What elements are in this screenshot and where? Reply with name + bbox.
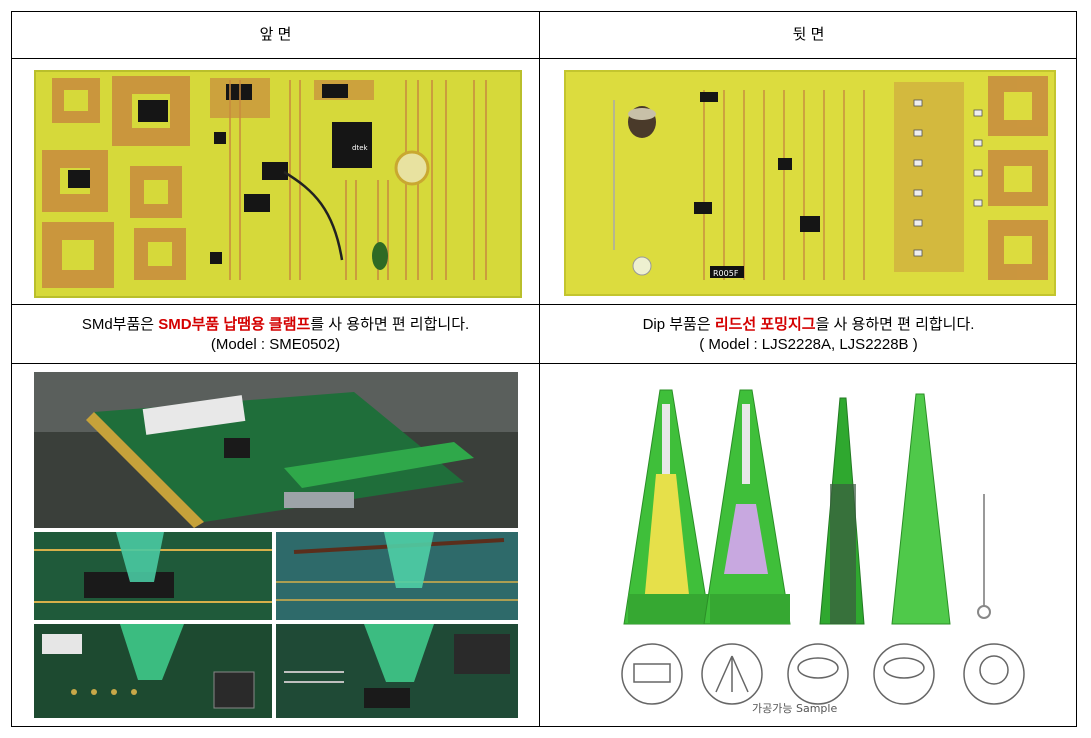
- caption-left: SMd부품은 SMD부품 납땜용 클램프를 사 용하면 편 리합니다. (Mod…: [12, 315, 539, 355]
- lead-forming-jig-image: 가공가능 Sample: [564, 374, 1044, 718]
- sample-caption: 가공가능 Sample: [752, 702, 837, 715]
- clamp-closeup-photo-1: [34, 532, 272, 620]
- component-chips: [694, 92, 820, 232]
- caption-left-text: 를 사 용하면 편 리합니다.: [310, 316, 470, 333]
- forming-jig-1: [623, 389, 711, 625]
- row-divider: [12, 363, 1076, 364]
- clamp-board-photo-2: [276, 624, 518, 718]
- forming-jig-4: [891, 393, 951, 625]
- row-divider: [12, 304, 1076, 305]
- product-highlight: SMD부품 납땜용 클램프: [158, 316, 311, 333]
- caption-right-text: Dip 부품은: [642, 316, 715, 333]
- sample-shapes: [621, 643, 1025, 705]
- row-divider: [12, 58, 1076, 59]
- resistor-part: [710, 266, 744, 278]
- header-front: 앞 면: [259, 26, 292, 43]
- forming-jig-3: [819, 397, 865, 625]
- pcb-front-image: dtek: [34, 70, 522, 298]
- led: [632, 256, 652, 276]
- header-back: 뒷 면: [792, 26, 825, 43]
- caption-left-text: SMd부품은: [81, 316, 159, 333]
- chip-marking: dtek: [352, 144, 368, 152]
- clamp-on-card-photo: [34, 372, 518, 528]
- clamp-closeup-photo-2: [276, 532, 518, 620]
- smd-clamp-photo-collage: [34, 372, 518, 718]
- model-label: (Model : SME0502): [210, 336, 341, 353]
- component-chips: [68, 84, 372, 264]
- inductor: [372, 242, 388, 270]
- clamp-board-photo-1: [34, 624, 272, 718]
- forming-jig-2: [703, 389, 791, 625]
- pcb-back-image: R005F: [564, 70, 1056, 296]
- comparison-table: 앞 면 뒷 면: [11, 11, 1077, 727]
- model-label: ( Model : LJS2228A, LJS2228B ): [699, 336, 918, 353]
- caption-right-text: 을 사 용하면 편 리합니다.: [815, 316, 975, 333]
- forming-pin: [977, 494, 991, 619]
- caption-right: Dip 부품은 리드선 포밍지그을 사 용하면 편 리합니다. ( Model …: [540, 315, 1077, 355]
- capacitor: [394, 150, 430, 186]
- column-divider: [539, 12, 540, 726]
- resistor-marking: R005F: [713, 269, 739, 278]
- product-highlight: 리드선 포밍지그: [714, 316, 816, 333]
